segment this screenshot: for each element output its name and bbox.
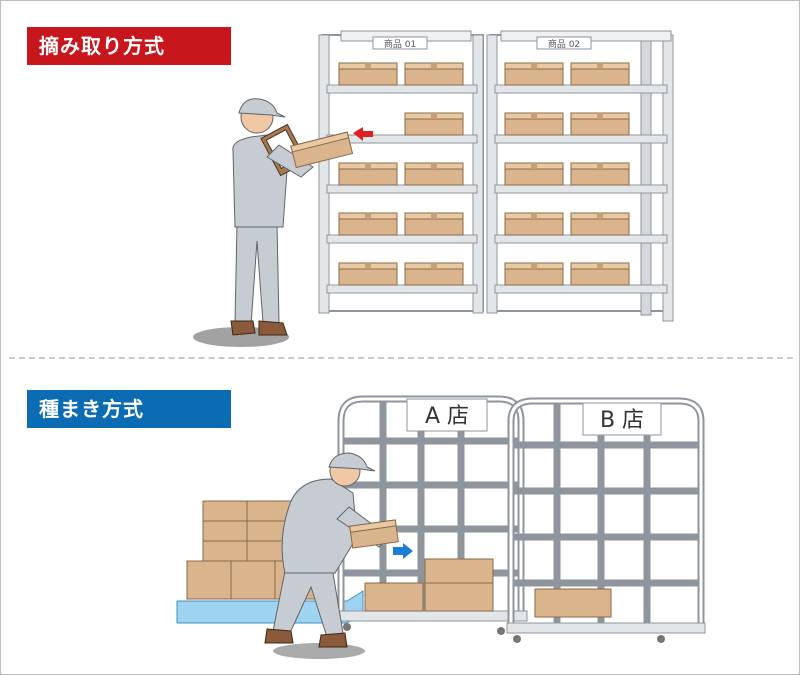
sorting-method-label: 種まき方式	[27, 390, 231, 428]
arrow-left-icon	[353, 127, 373, 141]
cart-label-b: B 店	[600, 408, 644, 433]
section-divider	[9, 357, 793, 359]
cart-label-a: A 店	[425, 404, 469, 429]
worker-picking	[193, 98, 354, 347]
shelf-unit-2: 商品 02	[486, 30, 674, 322]
arrow-right-icon	[393, 543, 413, 559]
shelf-label-1: 商品 01	[384, 38, 416, 50]
shelf-label-2: 商品 02	[548, 38, 580, 50]
shelf-unit-1: 商品 01	[318, 30, 484, 314]
worker-sorting	[264, 452, 399, 659]
picking-method-label: 摘み取り方式	[27, 27, 231, 65]
